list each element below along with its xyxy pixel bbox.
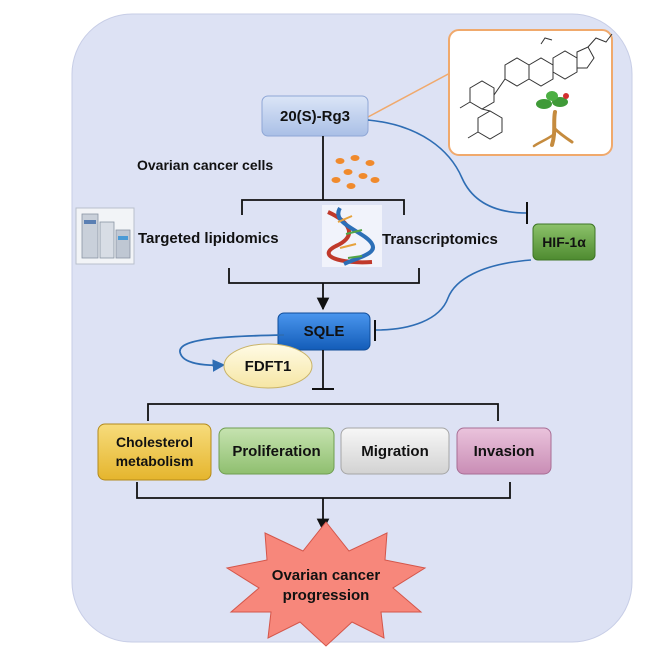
fdft1-label: FDFT1 (244, 357, 292, 375)
migration-label: Migration (361, 442, 429, 460)
outcome-starburst (225, 521, 427, 647)
molecule-inset (367, 29, 613, 156)
cholesterol-line2: metabolism (115, 453, 194, 469)
hif-inhibits-sqle-line (375, 259, 532, 331)
sqle-to-fdft1-arrow (179, 334, 285, 372)
cholesterol-box (97, 423, 212, 481)
cancer-cells-dots (331, 155, 380, 189)
invasion-box (456, 427, 552, 475)
invasion-label: Invasion (473, 442, 535, 460)
compound-inhibits-hif-line (367, 119, 528, 214)
cells-label: Ovarian cancer cells (137, 157, 274, 173)
hif-label: HIF-1α (542, 234, 586, 250)
molecule-structure-icon (459, 33, 613, 140)
lipidomics-label: Targeted lipidomics (138, 230, 279, 247)
cholesterol-line1: Cholesterol (115, 434, 193, 450)
proliferation-label: Proliferation (232, 442, 321, 460)
proliferation-box (218, 427, 335, 475)
transcriptomics-label: Transcriptomics (382, 231, 498, 248)
compound-box (261, 95, 369, 137)
lab-instrument-icon (75, 207, 135, 265)
methods-top-bracket (241, 199, 405, 215)
sqle-box (277, 312, 371, 351)
cholesterol-label: Cholesterol metabolism (98, 424, 211, 480)
methods-bottom-bracket (228, 268, 420, 284)
outcome-label: Ovarian cancer progression (256, 560, 396, 612)
ginseng-root-icon (532, 91, 574, 148)
hif-box (532, 223, 596, 261)
sqle-label: SQLE (303, 323, 345, 340)
compound-label: 20(S)-Rg3 (279, 107, 350, 125)
fdft1-ellipse (223, 343, 313, 389)
processes-top-bracket (147, 403, 499, 421)
outcome-line1: Ovarian cancer (271, 567, 381, 584)
outcome-line2: progression (282, 587, 370, 604)
dna-helix-icon (322, 205, 382, 267)
migration-box (340, 427, 450, 475)
